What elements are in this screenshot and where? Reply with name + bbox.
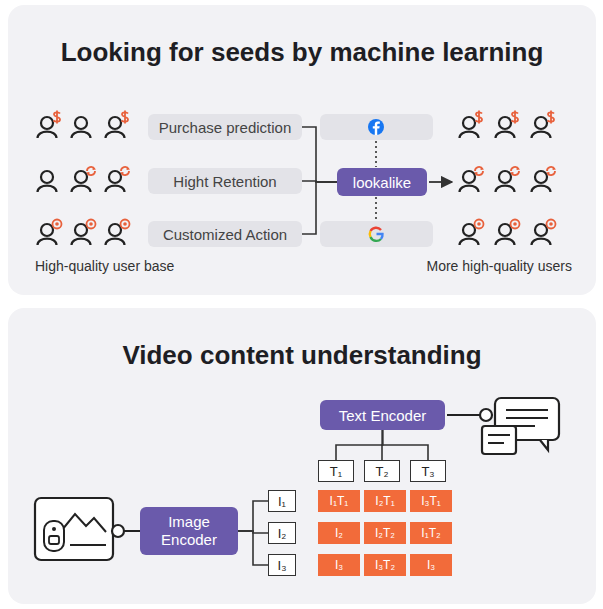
box-text: lookalike [353, 174, 411, 191]
matrix-cell: I₂T₂ [364, 522, 406, 544]
encoder-box: Image Encoder [140, 507, 238, 555]
token-box: T₁ [318, 460, 354, 482]
section-panel: Looking for seeds by machine learningPur… [8, 5, 596, 295]
box-text: Purchase prediction [159, 119, 292, 136]
box-text: I₃T₂ [375, 558, 395, 572]
matrix-cell: I₁T₂ [410, 522, 452, 544]
caption-text: More high-quality users [426, 258, 572, 274]
box-text: T₃ [421, 464, 434, 479]
encoder-box: Text Encoder [320, 400, 445, 430]
facebook-box [320, 114, 433, 140]
panel-title: Looking for seeds by machine learning [8, 37, 596, 68]
box-text: I₃T₁ [421, 494, 441, 508]
token-box: I₁ [268, 490, 296, 512]
connector-line [302, 182, 337, 234]
google-box [320, 221, 433, 247]
connector-line [302, 127, 337, 182]
box-text: I₂ [335, 526, 343, 540]
caption-text: High-quality user base [35, 258, 174, 274]
box-text: Hight Retention [173, 173, 276, 190]
matrix-cell: I₃T₁ [410, 490, 452, 512]
connector-line [336, 430, 383, 460]
panel-ground [8, 5, 596, 295]
section-panel: Video content understandingText EncoderT… [8, 308, 596, 604]
box-text: I₁T₁ [330, 494, 349, 508]
box-text: Image Encoder [148, 513, 230, 549]
connector-line [383, 430, 429, 460]
box-text: T₂ [376, 464, 389, 479]
matrix-cell: I₂T₁ [364, 490, 406, 512]
matrix-cell: I₃ [318, 554, 360, 576]
token-box: T₃ [410, 460, 446, 482]
box-text: I₃ [335, 558, 343, 572]
box-text: I₃ [427, 558, 435, 572]
box-text: T₁ [330, 464, 342, 479]
matrix-cell: I₂ [318, 522, 360, 544]
token-box: T₂ [364, 460, 400, 482]
output-arrow [429, 181, 452, 183]
box-text: I₂T₂ [375, 526, 395, 540]
matrix-cell: I₃T₂ [364, 554, 406, 576]
seed-type-box: Customized Action [148, 221, 302, 247]
box-text: I₃ [278, 558, 287, 573]
panel-ground [8, 308, 596, 604]
connector-line [238, 501, 268, 531]
user-icons-right [460, 111, 557, 246]
box-text: I₁ [278, 494, 286, 509]
matrix-cell: I₁T₁ [318, 490, 360, 512]
seed-type-box: Hight Retention [148, 168, 302, 194]
process-box: lookalike [337, 168, 427, 196]
connector-line [238, 531, 268, 565]
token-box: I₂ [268, 522, 296, 544]
box-text: Text Encoder [339, 407, 427, 424]
seed-type-box: Purchase prediction [148, 114, 302, 140]
box-text: Customized Action [163, 226, 287, 243]
image-icon [35, 498, 140, 560]
panel-title: Video content understanding [8, 340, 596, 371]
box-text: I₁T₂ [421, 526, 440, 540]
token-box: I₃ [268, 554, 296, 576]
user-icons-left [38, 111, 131, 246]
box-text: I₂ [278, 526, 287, 541]
matrix-cell: I₃ [410, 554, 452, 576]
box-text: I₂T₁ [375, 494, 394, 508]
document-icon [447, 398, 559, 454]
